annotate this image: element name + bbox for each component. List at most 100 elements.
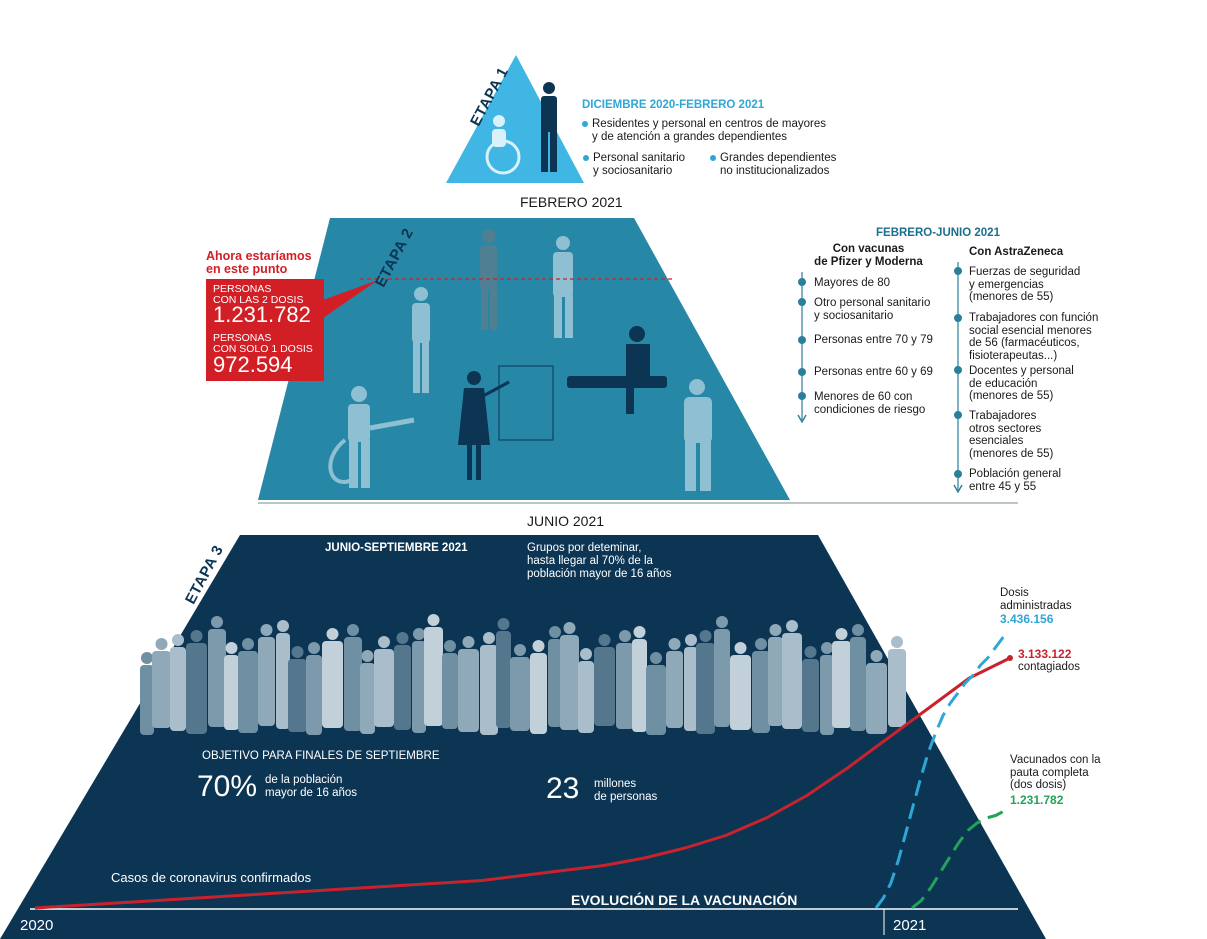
crowd-person-body bbox=[684, 647, 698, 731]
crowd-person-body bbox=[394, 645, 411, 730]
pfizer-title: Con vacunas de Pfizer y Moderna bbox=[814, 243, 923, 268]
crowd-person-head bbox=[361, 650, 374, 662]
crowd-person-head bbox=[172, 634, 184, 646]
pfizer-group-5: Menores de 60 con condiciones de riesgo bbox=[814, 391, 926, 416]
stage3-groups-text: Grupos por deteminar, hasta llegar al 70… bbox=[527, 542, 672, 580]
current-point-title: Ahora estaríamos en este punto bbox=[206, 249, 312, 276]
crowd-person-head bbox=[396, 632, 409, 644]
stage1-group-2: Personal sanitario y sociosanitario bbox=[583, 152, 685, 177]
crowd-person-body bbox=[730, 655, 751, 730]
crowd-person-head bbox=[225, 642, 238, 654]
crowd-person-body bbox=[412, 641, 426, 733]
crowd-person-body bbox=[374, 649, 394, 727]
crowd-person-head bbox=[378, 636, 390, 648]
stage1-figures bbox=[485, 82, 557, 175]
crowd-person-head bbox=[769, 624, 782, 636]
crowd-person-body bbox=[442, 653, 458, 729]
crowd-person-body bbox=[832, 641, 851, 728]
crowd-person-head bbox=[211, 616, 223, 628]
stage1-group-3: Grandes dependientes no institucionaliza… bbox=[710, 152, 836, 177]
crowd-person-body bbox=[782, 633, 802, 729]
crowd-person-body bbox=[802, 659, 819, 732]
crowd-person-head bbox=[462, 636, 475, 648]
crowd-person-head bbox=[260, 624, 273, 636]
crowd-person-body bbox=[170, 647, 186, 731]
astra-title: Con AstraZeneca bbox=[969, 246, 1064, 258]
crowd-person-head bbox=[755, 638, 767, 650]
objective-people-desc: millones de personas bbox=[594, 778, 658, 803]
crowd-person-head bbox=[870, 650, 883, 662]
chart-title: EVOLUCIÓN DE LA VACUNACIÓN bbox=[571, 892, 798, 908]
one-dose-value: 972.594 bbox=[213, 352, 293, 377]
crowd-person-body bbox=[646, 665, 666, 735]
crowd-person-head bbox=[549, 626, 561, 638]
crowd-person-head bbox=[497, 618, 510, 630]
crowd-person-body bbox=[666, 651, 683, 728]
cases-total: 3.133.122 bbox=[1018, 647, 1072, 661]
crowd-person-body bbox=[578, 661, 594, 733]
crowd-person-head bbox=[786, 620, 798, 632]
doses-legend-label: Dosis administradas bbox=[1000, 587, 1072, 612]
crowd-person-head bbox=[580, 648, 592, 660]
stage3-period: JUNIO-SEPTIEMBRE 2021 bbox=[325, 542, 468, 554]
crowd-person-body bbox=[714, 629, 730, 727]
crowd-person-body bbox=[344, 637, 362, 731]
astra-group-1: Fuerzas de seguridad y emergencias (meno… bbox=[969, 266, 1081, 303]
crowd-person-head bbox=[835, 628, 848, 640]
astra-group-3: Docentes y personal de educación (menore… bbox=[969, 365, 1074, 402]
crowd-person-head bbox=[444, 640, 456, 652]
milestone-feb-2021: FEBRERO 2021 bbox=[520, 194, 623, 210]
crowd-person-head bbox=[821, 642, 833, 654]
crowd-person-body bbox=[208, 629, 226, 727]
crowd-person-body bbox=[820, 655, 834, 735]
crowd-person-head bbox=[685, 634, 697, 646]
crowd-person-body bbox=[224, 655, 239, 730]
crowd-person-body bbox=[560, 635, 579, 730]
crowd-person-head bbox=[347, 624, 359, 636]
current-point-connector bbox=[323, 280, 378, 318]
astra-group-5: Población general entre 45 y 55 bbox=[969, 468, 1062, 493]
astra-timeline bbox=[953, 262, 963, 494]
objective-people: 23 bbox=[546, 772, 580, 805]
milestone-jun-2021: JUNIO 2021 bbox=[527, 513, 605, 529]
crowd-person-body bbox=[548, 639, 562, 727]
crowd-person-head bbox=[852, 624, 864, 636]
crowd-person-body bbox=[888, 649, 906, 727]
crowd-person-body bbox=[306, 655, 322, 735]
cases-legend-label: contagiados bbox=[1018, 661, 1081, 673]
crowd-person-head bbox=[633, 626, 646, 638]
crowd-person-body bbox=[752, 651, 770, 733]
crowd-person-head bbox=[598, 634, 611, 646]
pfizer-group-2: Otro personal sanitario y sociosanitario bbox=[814, 297, 931, 322]
stage1-period: DICIEMBRE 2020-FEBRERO 2021 bbox=[582, 99, 765, 111]
crowd-person-body bbox=[360, 663, 375, 734]
objective-pct-desc: de la población mayor de 16 años bbox=[265, 774, 358, 799]
crowd-person-head bbox=[155, 638, 168, 650]
crowd-person-head bbox=[891, 636, 903, 648]
two-doses-label: PERSONAS CON LAS 2 DOSIS bbox=[213, 283, 304, 306]
crowd-person-head bbox=[277, 620, 289, 632]
x-label-2021: 2021 bbox=[893, 917, 927, 934]
crowd-person-body bbox=[496, 631, 511, 728]
crowd-person-body bbox=[288, 659, 307, 732]
crowd-person-body bbox=[322, 641, 343, 728]
objective-title: OBJETIVO PARA FINALES DE SEPTIEMBRE bbox=[202, 750, 440, 762]
crowd-person-head bbox=[619, 630, 631, 642]
crowd-person-head bbox=[308, 642, 320, 654]
x-label-2020: 2020 bbox=[20, 917, 54, 934]
crowd-person-body bbox=[480, 645, 498, 735]
crowd-person-head bbox=[413, 628, 425, 640]
crowd-person-head bbox=[141, 652, 153, 664]
one-dose-label: PERSONAS CON SOLO 1 DOSIS bbox=[213, 332, 313, 355]
vaccination-chart-lines bbox=[34, 631, 1013, 910]
series-line-1 bbox=[874, 631, 1011, 909]
cases-end-dot bbox=[1007, 655, 1013, 661]
stage1-group-1: Residentes y personal en centros de mayo… bbox=[582, 118, 862, 143]
pfizer-group-1: Mayores de 80 bbox=[814, 277, 891, 289]
crowd-person-head bbox=[427, 614, 440, 626]
crowd-person-body bbox=[850, 637, 866, 731]
stage2-figures bbox=[328, 229, 712, 491]
crowd-person-head bbox=[514, 644, 526, 656]
crowd-person-head bbox=[650, 652, 662, 664]
